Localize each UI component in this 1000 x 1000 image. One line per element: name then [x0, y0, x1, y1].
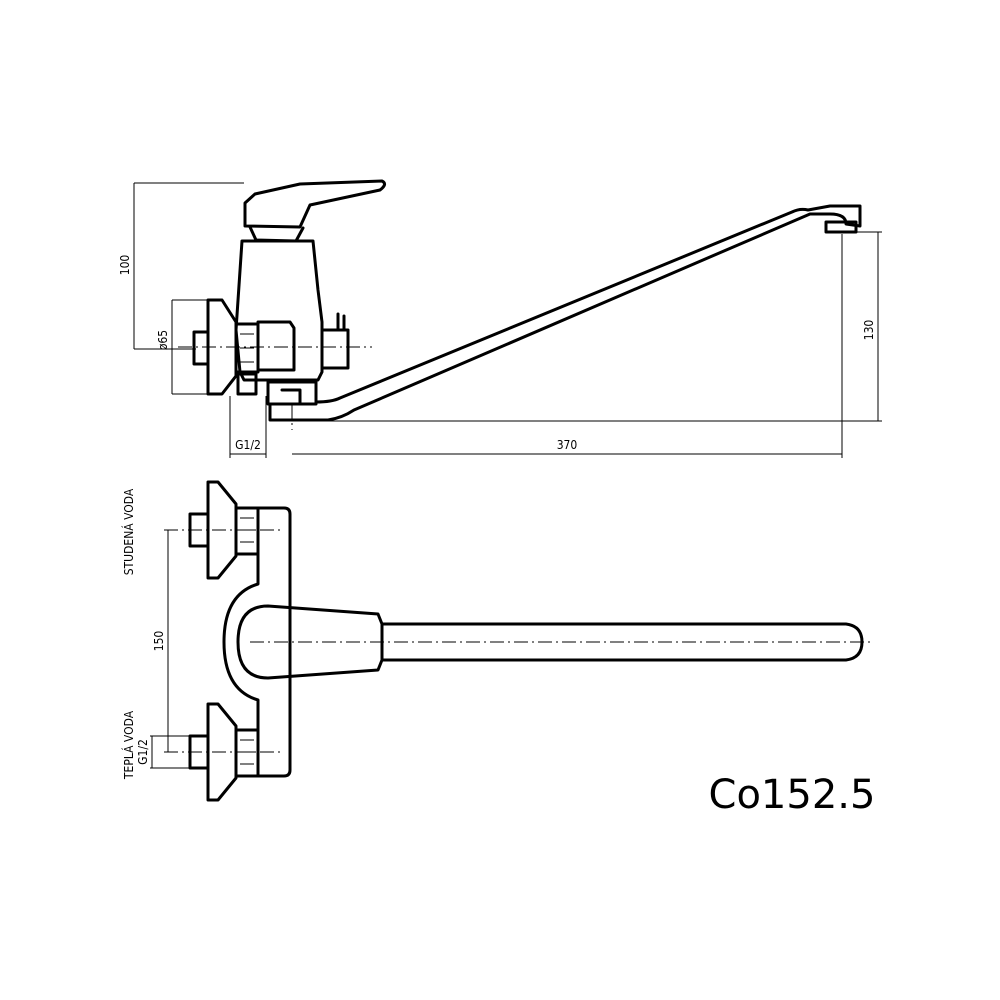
hot-inlet — [188, 702, 260, 802]
dim-spout-reach: 370 — [557, 438, 578, 452]
bottom-fitting — [236, 372, 258, 396]
diverter-knob — [320, 328, 350, 370]
aerator — [824, 220, 858, 234]
mixer-lever — [243, 179, 387, 229]
dim-flange-diameter: ø65 — [156, 330, 170, 350]
dim-thread-side: G1/2 — [235, 438, 261, 452]
model-code: Co152.5 — [709, 772, 876, 818]
dim-spout-height: 130 — [862, 320, 876, 341]
spout-swivel — [280, 388, 302, 406]
dim-height-100: 100 — [118, 255, 132, 276]
mixer-body — [234, 239, 324, 382]
top-view: 150 G1/2 STUDENÁ VODA TEPLÁ VODA — [121, 480, 874, 802]
inlet-pipe — [192, 330, 210, 366]
label-hot-water: TEPLÁ VODA — [121, 710, 136, 780]
spout-arm — [268, 204, 862, 422]
dim-spacing-150: 150 — [152, 631, 166, 652]
dim-thread-top: G1/2 — [136, 739, 150, 765]
body-window — [256, 320, 296, 372]
side-view: 100 ø65 G1/2 370 130 — [118, 179, 882, 458]
spout-base — [266, 380, 318, 406]
lever-stem — [248, 225, 305, 243]
label-cold-water: STUDENÁ VODA — [121, 488, 136, 575]
